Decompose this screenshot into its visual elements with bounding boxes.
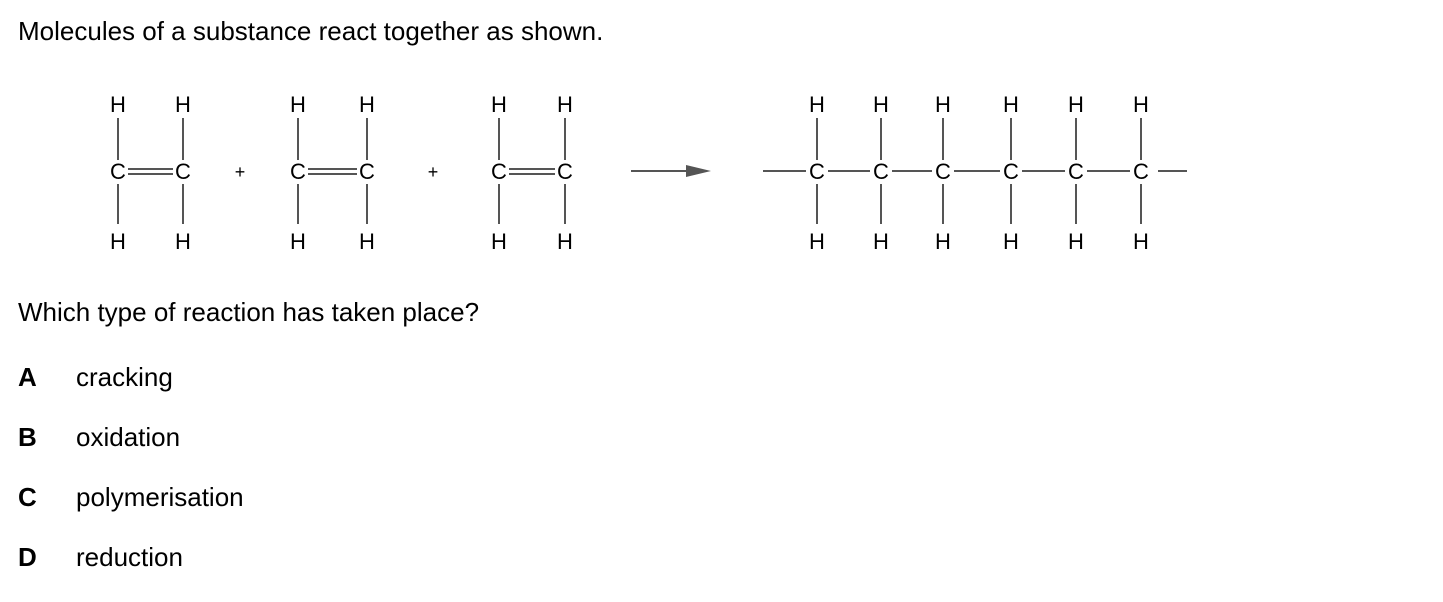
atom-h: H [1003,229,1019,254]
atom-h: H [1003,92,1019,117]
carbon-unit: H C H [809,92,825,254]
atom-h: H [290,92,306,117]
carbon-unit: H C H [873,92,889,254]
atom-h: H [491,229,507,254]
atom-h: H [557,229,573,254]
answer-option-a[interactable]: A cracking [18,362,244,422]
atom-h: H [1133,229,1149,254]
answer-option-c[interactable]: C polymerisation [18,482,244,542]
option-letter: C [18,482,37,512]
option-text: polymerisation [76,482,244,512]
atom-c: C [557,159,573,184]
atom-h: H [873,229,889,254]
atom-h: H [873,92,889,117]
atom-c: C [175,159,191,184]
atom-c: C [359,159,375,184]
reactant-ethene-1: H H C C H H [110,92,191,254]
atom-h: H [1068,229,1084,254]
plus-sign: + [235,162,246,182]
carbon-unit: H C H [1068,92,1084,254]
atom-c: C [110,159,126,184]
atom-h: H [809,229,825,254]
reactant-ethene-3: H H C C H H [491,92,573,254]
atom-h: H [359,92,375,117]
atom-h: H [491,92,507,117]
carbon-unit: H C H [1133,92,1149,254]
atom-c: C [1068,159,1084,184]
atom-c: C [1133,159,1149,184]
atom-c: C [290,159,306,184]
atom-c: C [1003,159,1019,184]
option-text: cracking [76,362,173,392]
question-prompt: Which type of reaction has taken place? [18,297,480,327]
option-letter: B [18,422,37,452]
answer-option-d[interactable]: D reduction [18,542,244,602]
atom-h: H [110,229,126,254]
reaction-equation-diagram: H H C C H H + H H C C H H + H H C C [110,92,1187,254]
carbon-unit: H C H [935,92,951,254]
atom-c: C [873,159,889,184]
answer-options: A cracking B oxidation C polymerisation … [18,362,244,602]
atom-c: C [491,159,507,184]
atom-h: H [935,229,951,254]
atom-h: H [290,229,306,254]
carbon-unit: H C H [1003,92,1019,254]
atom-h: H [935,92,951,117]
atom-c: C [935,159,951,184]
option-text: oxidation [76,422,181,452]
atom-h: H [809,92,825,117]
atom-h: H [175,92,191,117]
reaction-arrow [631,165,711,177]
product-polymer-chain: H C H H C H H C H H C H H [763,92,1187,254]
atom-h: H [1068,92,1084,117]
question-intro: Molecules of a substance react together … [18,16,604,46]
answer-option-b[interactable]: B oxidation [18,422,244,482]
atom-h: H [110,92,126,117]
atom-h: H [557,92,573,117]
option-text: reduction [76,542,183,572]
atom-c: C [809,159,825,184]
option-letter: A [18,362,37,392]
arrow-head [686,165,711,177]
atom-h: H [1133,92,1149,117]
atom-h: H [175,229,191,254]
atom-h: H [359,229,375,254]
option-letter: D [18,542,37,572]
reactant-ethene-2: H H C C H H [290,92,375,254]
plus-sign: + [428,162,439,182]
